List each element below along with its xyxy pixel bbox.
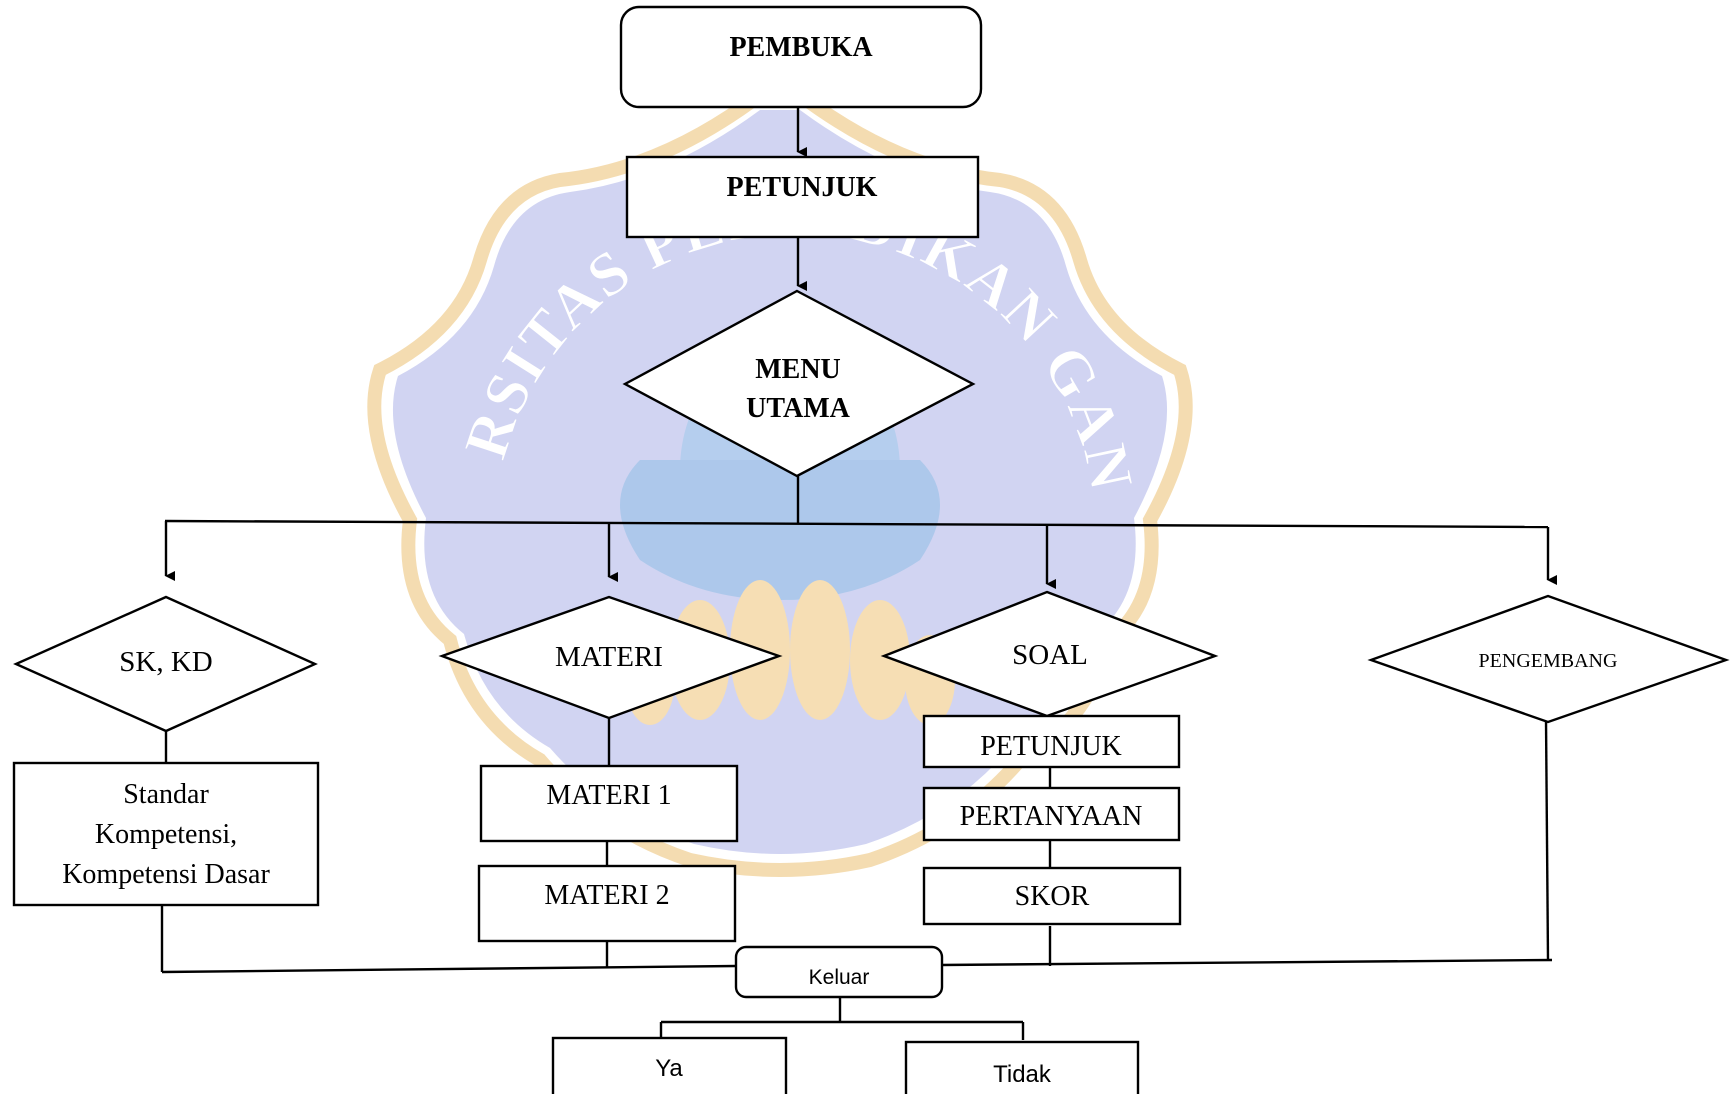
node-keluar-label: Keluar xyxy=(809,966,870,989)
node-menu-utama-label-2: UTAMA xyxy=(746,393,850,424)
node-ya: Ya xyxy=(551,1036,788,1094)
node-materi-label: MATERI xyxy=(555,641,663,673)
node-materi-2-label: MATERI 2 xyxy=(544,880,669,911)
node-soal: SOAL xyxy=(880,590,1219,718)
node-soal-petunjuk: PETUNJUK xyxy=(922,714,1181,769)
seal-outline xyxy=(367,88,1193,877)
node-standar-line-1: Standar xyxy=(123,779,209,810)
node-standar-line-2: Kompetensi, xyxy=(95,819,237,850)
node-tidak: Tidak xyxy=(904,1040,1140,1094)
node-tidak-label: Tidak xyxy=(993,1061,1052,1088)
node-pengembang: PENGEMBANG xyxy=(1367,594,1730,724)
node-menu-utama: MENU UTAMA xyxy=(622,289,976,478)
node-petunjuk-label: PETUNJUK xyxy=(727,172,878,203)
node-pembuka-label: PEMBUKA xyxy=(729,32,873,63)
node-pertanyaan: PERTANYAAN xyxy=(922,786,1181,842)
node-standar-line-3: Kompetensi Dasar xyxy=(62,859,270,890)
node-pertanyaan-label: PERTANYAAN xyxy=(960,801,1143,832)
node-standar-kompetensi: Standar Kompetensi, Kompetensi Dasar xyxy=(12,761,320,907)
node-ya-label: Ya xyxy=(655,1055,683,1082)
connectors xyxy=(160,106,1557,1040)
node-pengembang-label: PENGEMBANG xyxy=(1479,650,1618,672)
node-materi-1: MATERI 1 xyxy=(479,764,739,843)
node-petunjuk: PETUNJUK xyxy=(625,155,980,239)
node-menu-utama-label-1: MENU xyxy=(755,354,841,385)
node-keluar: Keluar xyxy=(734,945,944,999)
node-soal-label: SOAL xyxy=(1012,639,1088,671)
node-materi-1-label: MATERI 1 xyxy=(546,780,671,811)
node-materi: MATERI xyxy=(438,595,783,720)
node-skor-label: SKOR xyxy=(1015,881,1090,912)
node-materi-2: MATERI 2 xyxy=(477,864,737,943)
node-sk-kd: SK, KD xyxy=(13,595,318,733)
node-soal-petunjuk-label: PETUNJUK xyxy=(980,731,1122,762)
node-pembuka: PEMBUKA xyxy=(619,5,983,109)
node-skor: SKOR xyxy=(922,866,1182,926)
node-sk-kd-label: SK, KD xyxy=(119,646,212,678)
